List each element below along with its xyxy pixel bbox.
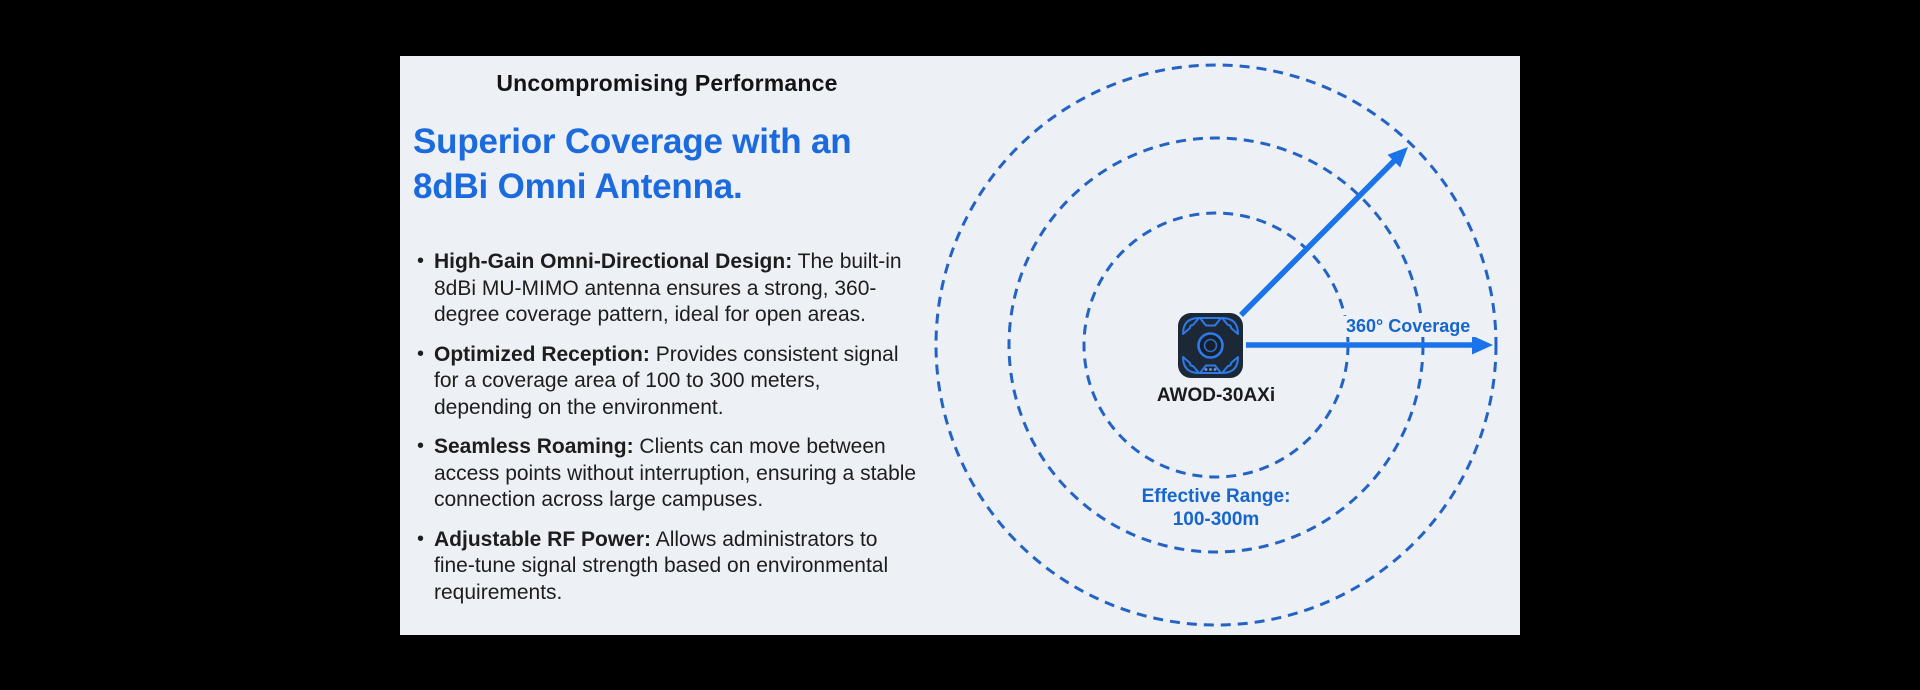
feature-lead: Optimized Reception: (434, 342, 650, 366)
page-title-line1: Superior Coverage with an (413, 122, 852, 161)
horizontal-arrow (1246, 335, 1493, 355)
arrowhead-icon (1472, 335, 1493, 355)
bullet-icon: • (417, 342, 425, 365)
bullet-icon: • (417, 250, 425, 272)
page-title-line2: 8dBi Omni Antenna. (413, 167, 743, 206)
feature-text: The built-in 8dBi MU-MIMO antenna ensure… (434, 250, 902, 326)
feature-lead: Adjustable RF Power: (434, 527, 652, 551)
arrowhead-icon (1387, 147, 1408, 168)
coverage-diagram (934, 63, 1498, 627)
effective-range-label: Effective Range: 100-300m (1128, 485, 1304, 531)
device-model-label: AWOD-30AXi (1156, 385, 1276, 406)
coverage-ring-outer (934, 63, 1498, 627)
section-title: Uncompromising Performance (496, 70, 838, 96)
list-item: • Seamless Roaming: Clients can move bet… (413, 434, 921, 514)
page-title: Superior Coverage with an 8dBi Omni Ante… (413, 119, 921, 209)
bullet-icon: • (417, 527, 425, 550)
access-point-device-icon (1178, 313, 1243, 378)
feature-lead: Seamless Roaming: (434, 435, 634, 458)
feature-text: Clients can move between access points w… (434, 435, 917, 511)
feature-text: Provides consistent signal for a coverag… (434, 342, 899, 419)
feature-lead: High-Gain Omni-Directional Design: (434, 250, 793, 273)
list-item: • High-Gain Omni-Directional Design: The… (413, 249, 921, 329)
diagonal-arrow (1239, 147, 1408, 317)
coverage-arrow-label: 360° Coverage (1341, 316, 1476, 337)
feature-list: • High-Gain Omni-Directional Design: The… (413, 249, 921, 606)
bullet-icon: • (417, 435, 425, 457)
list-item: • Adjustable RF Power: Allows administra… (413, 527, 921, 607)
list-item: • Optimized Reception: Provides consiste… (413, 342, 921, 422)
slide-panel: Uncompromising Performance Superior Cove… (400, 56, 1520, 635)
feature-text-column: Uncompromising Performance Superior Cove… (413, 56, 921, 635)
effective-range-line2: 100-300m (1172, 509, 1260, 530)
effective-range-line1: Effective Range: (1141, 486, 1291, 507)
feature-text: Allows administrators to fine-tune signa… (434, 527, 889, 604)
